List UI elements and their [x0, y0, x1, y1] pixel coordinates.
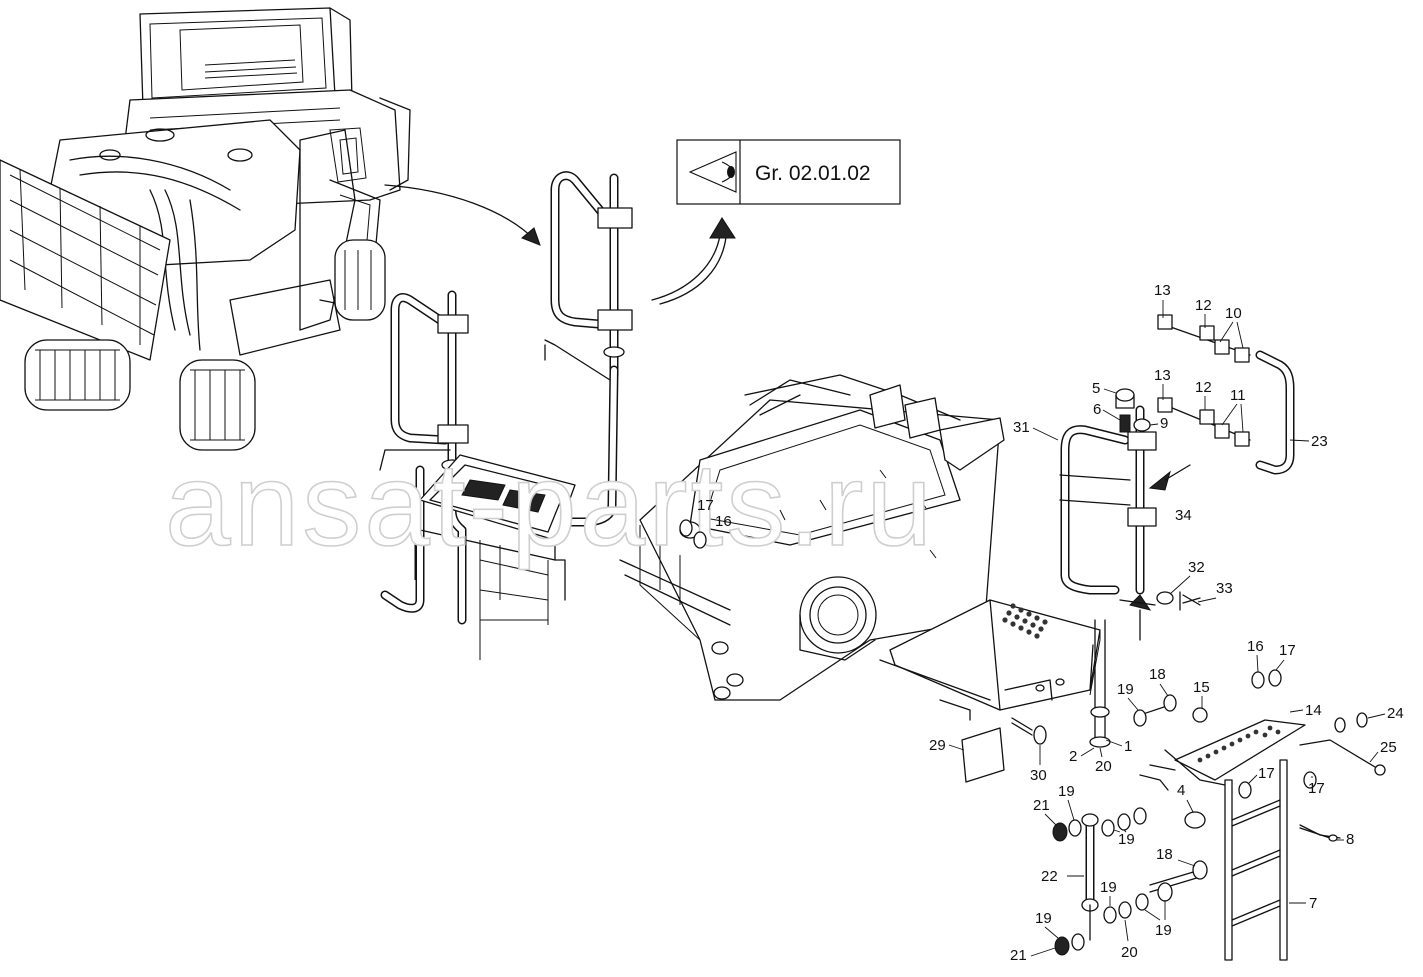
- callout-label: 19: [1155, 922, 1172, 939]
- right-rail-assembly: [939, 314, 1386, 961]
- callout-label: 19: [1117, 681, 1134, 698]
- callout-label: 19: [1035, 910, 1052, 927]
- callout-label: 24: [1387, 705, 1404, 722]
- callout-label: 17: [1258, 765, 1275, 782]
- callout-label: 11: [1230, 387, 1246, 404]
- callout-label: 17: [1279, 642, 1296, 659]
- callout-label: 19: [1100, 879, 1117, 896]
- callout-label: 18: [1156, 846, 1173, 863]
- callout-label: 17: [1308, 780, 1325, 797]
- callout-label: 21: [1010, 947, 1027, 964]
- callout-label: 34: [1175, 507, 1192, 524]
- callout-label: 20: [1121, 944, 1138, 961]
- callout-label: 29: [929, 737, 946, 754]
- callout-label: 6: [1093, 401, 1101, 418]
- callouts: 13 12 10 5 13 12 11 6 9 31 23 34 17 16 3…: [679, 282, 1404, 964]
- callout-label: 9: [1160, 415, 1168, 432]
- callout-label: 18: [1149, 666, 1166, 683]
- callout-label: 16: [715, 513, 732, 530]
- callout-label: 12: [1195, 297, 1212, 314]
- handrail-right: [544, 171, 633, 527]
- callout-label: 23: [1311, 433, 1328, 450]
- locator-arrow: [384, 184, 536, 241]
- eye-icon: [688, 151, 737, 193]
- machine-overview: [0, 7, 411, 451]
- reference-label: Gr. 02.01.02: [755, 162, 871, 185]
- callout-label: 31: [1013, 419, 1030, 436]
- callout-label: 2: [1069, 748, 1077, 765]
- callout-label: 16: [1247, 638, 1264, 655]
- step-platform: [879, 599, 1101, 711]
- callout-label: 13: [1154, 367, 1171, 384]
- main-frame: [619, 374, 1005, 701]
- callout-label: 30: [1030, 767, 1047, 784]
- callout-label: 17: [697, 497, 714, 514]
- seat-console: [414, 454, 576, 660]
- callout-label: 32: [1188, 559, 1205, 576]
- callout-label: 5: [1092, 380, 1100, 397]
- callout-label: 19: [1118, 831, 1135, 848]
- callout-label: 25: [1380, 739, 1397, 756]
- callout-label: 10: [1225, 305, 1242, 322]
- callout-label: 15: [1193, 679, 1210, 696]
- callout-label: 14: [1305, 702, 1322, 719]
- callout-label: 20: [1095, 758, 1112, 775]
- callout-label: 7: [1309, 895, 1317, 912]
- callout-label: 19: [1058, 783, 1075, 800]
- callout-label: 13: [1154, 282, 1171, 299]
- callout-label: 22: [1041, 868, 1058, 885]
- callout-label: 12: [1195, 379, 1212, 396]
- callout-label: 4: [1177, 782, 1185, 799]
- callout-label: 8: [1346, 831, 1354, 848]
- callout-label: 21: [1033, 797, 1050, 814]
- callout-label: 33: [1216, 580, 1233, 597]
- watermark: ansat-parts.ru: [165, 439, 935, 571]
- callout-label: 1: [1124, 738, 1132, 755]
- reference-box[interactable]: Gr. 02.01.02: [676, 139, 901, 205]
